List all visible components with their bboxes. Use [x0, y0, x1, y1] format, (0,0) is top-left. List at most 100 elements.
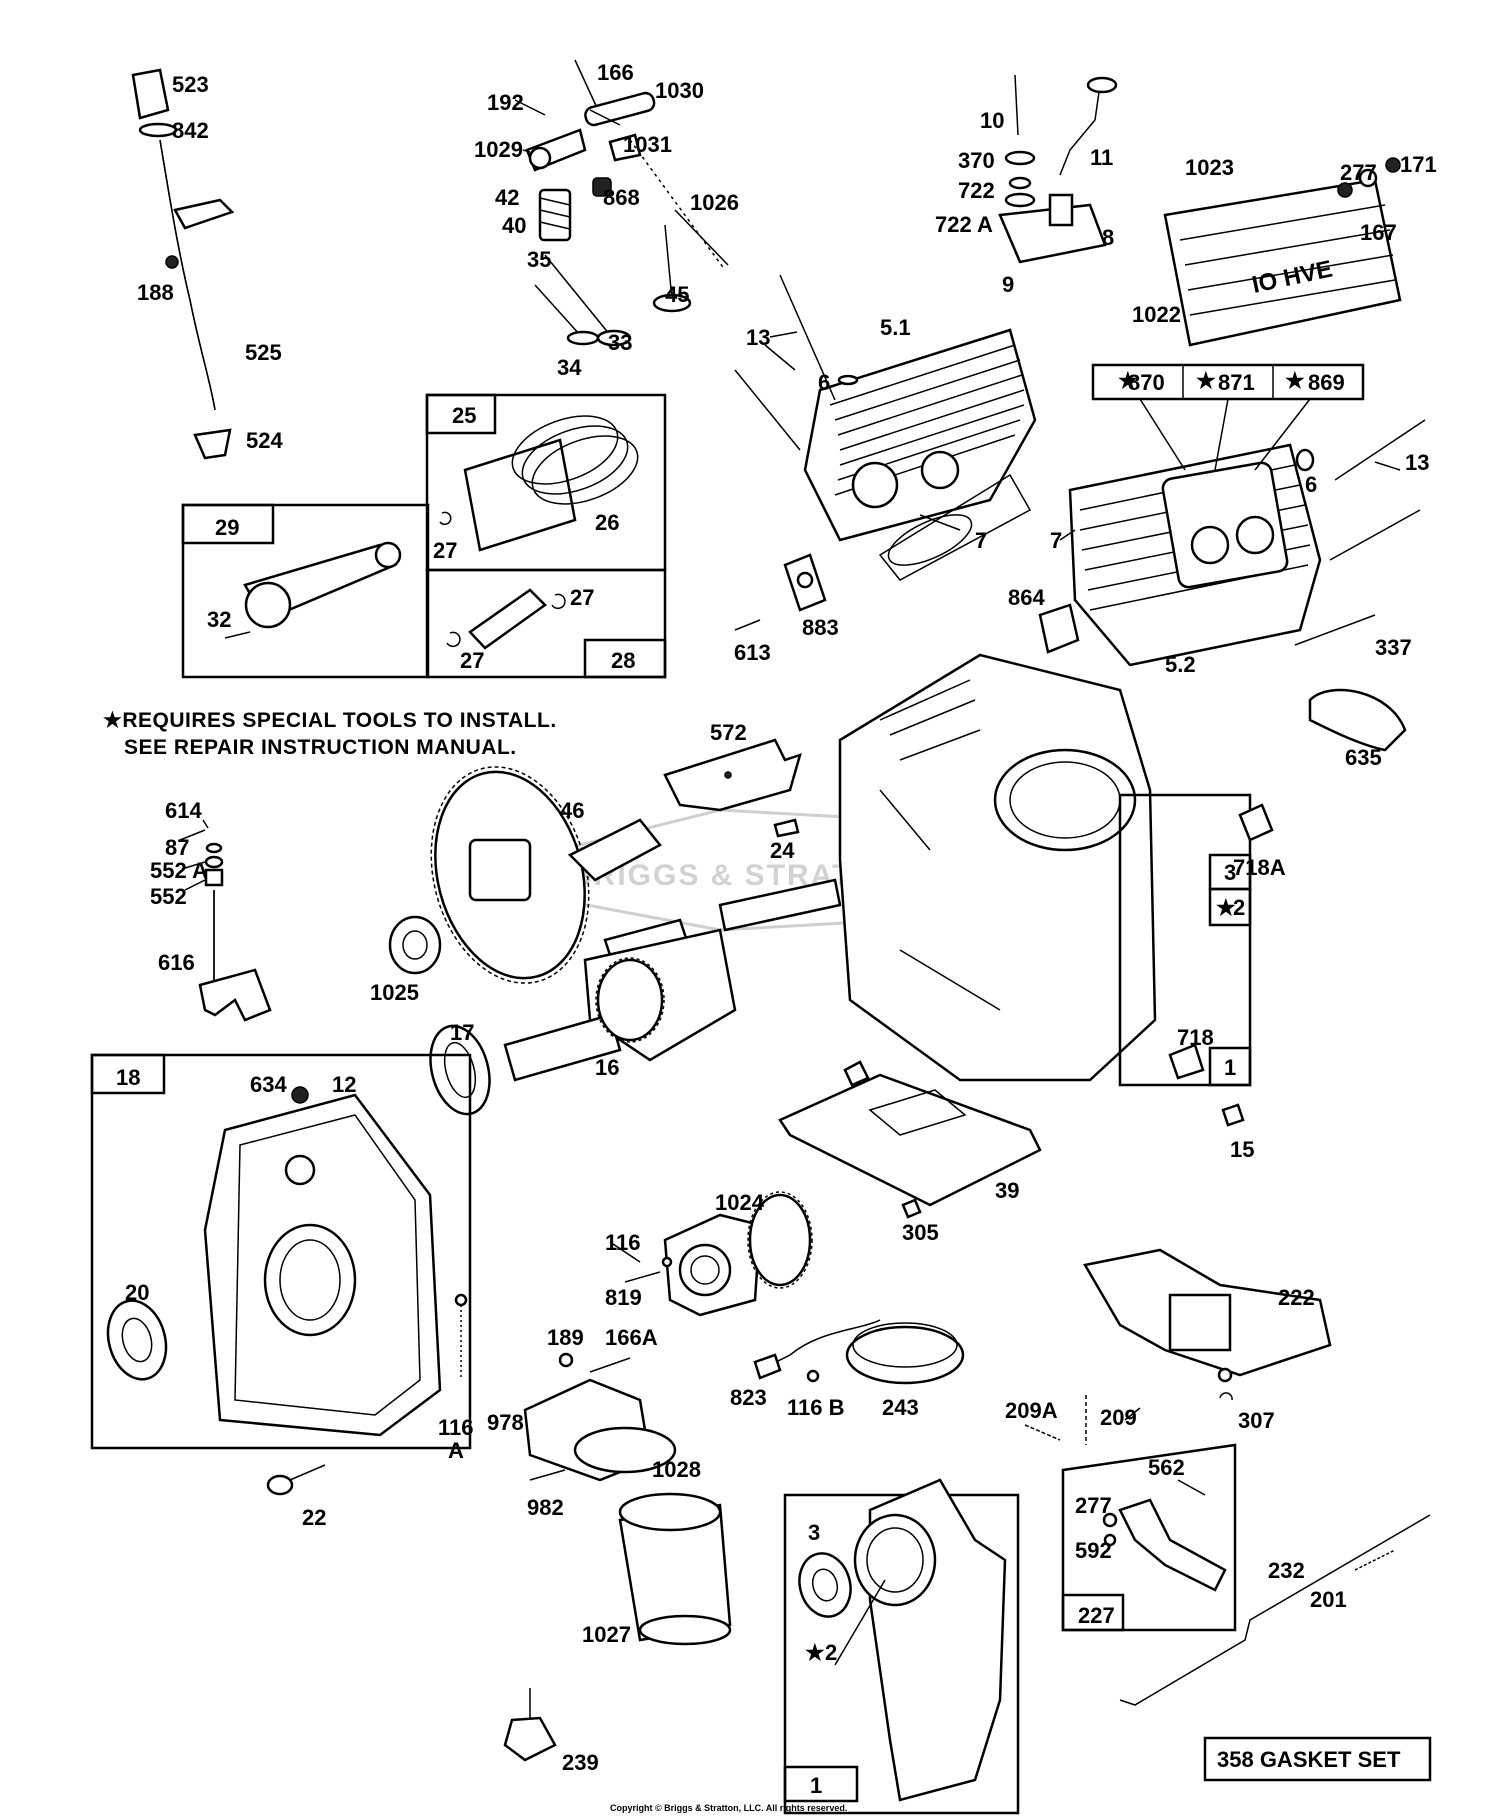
part-label-8: 8	[1102, 225, 1114, 250]
part-label-27a: 27	[433, 538, 457, 563]
cam-gear	[388, 766, 662, 984]
part-label-718a: 718A	[1233, 855, 1286, 880]
part-label-227: 227	[1078, 1603, 1115, 1628]
leader-lines	[179, 99, 1401, 1421]
part-label-15: 15	[1230, 1137, 1254, 1162]
part-label-18: 18	[116, 1065, 140, 1090]
part-label-17: 17	[450, 1020, 474, 1045]
part-label-982: 982	[527, 1495, 564, 1520]
part-label-25: 25	[452, 403, 476, 428]
part-label-552: 552	[150, 884, 187, 909]
governor-lever-box	[1061, 1443, 1237, 1632]
part-label-5-2: 5.2	[1165, 652, 1196, 677]
part-label-29: 29	[215, 515, 239, 540]
part-label-232: 232	[1268, 1558, 1305, 1583]
part-label-1a: 1	[1224, 1055, 1236, 1080]
breather-plate	[663, 738, 802, 838]
part-label-22: 22	[302, 1505, 326, 1530]
part-label-523: 523	[172, 72, 209, 97]
part-label-722: 722	[958, 178, 995, 203]
part-label-11: 11	[1090, 145, 1113, 170]
rocker-cover: IO HVE	[1163, 157, 1402, 347]
part-label-864: 864	[1008, 585, 1045, 610]
part-label-823: 823	[730, 1385, 767, 1410]
part-label-166: 166	[597, 60, 634, 85]
part-label-222: 222	[1278, 1285, 1315, 1310]
copyright-text: Copyright © Briggs & Stratton, LLC. All …	[610, 1803, 847, 1813]
part-label-572: 572	[710, 720, 747, 745]
part-label-32: 32	[207, 607, 231, 632]
special-tools-line-2: SEE REPAIR INSTRUCTION MANUAL.	[124, 736, 517, 759]
part-label-46: 46	[560, 798, 584, 823]
part-label-6a: 6	[818, 370, 830, 395]
part-label-1025: 1025	[370, 980, 419, 1005]
part-label-2b: 2	[825, 1640, 837, 1665]
gasket-set-box: 358 GASKET SET	[1203, 1736, 1432, 1782]
part-label-978: 978	[487, 1410, 524, 1435]
part-label-613: 613	[734, 640, 771, 665]
part-label-277b: 277	[1075, 1493, 1112, 1518]
part-label-616: 616	[158, 950, 195, 975]
part-label-13b: 13	[1405, 450, 1429, 475]
part-label-635: 635	[1345, 745, 1382, 770]
part-label-45: 45	[665, 282, 689, 307]
crankcase-block	[838, 653, 1274, 1087]
part-label-871: 871	[1218, 370, 1255, 395]
part-label-3a: 3	[1224, 860, 1236, 885]
part-label-525: 525	[245, 340, 282, 365]
part-label-307: 307	[1238, 1408, 1275, 1433]
part-label-1030: 1030	[655, 78, 704, 103]
part-label-552a: 552 A	[150, 858, 208, 883]
part-label-370: 370	[958, 148, 995, 173]
part-label-10: 10	[980, 108, 1004, 133]
part-label-12: 12	[332, 1072, 356, 1097]
part-label-167: 167	[1360, 220, 1397, 245]
star-icon-2a: ★	[1216, 895, 1236, 920]
part-label-7a: 7	[975, 528, 987, 553]
breather-assembly	[998, 74, 1118, 264]
part-label-819: 819	[605, 1285, 642, 1310]
part-label-614: 614	[165, 798, 202, 823]
special-tools-note: ★REQUIRES SPECIAL TOOLS TO INSTALL. SEE …	[103, 709, 556, 759]
oil-pump	[624, 1191, 813, 1317]
part-label-39: 39	[995, 1178, 1019, 1203]
part-label-1024: 1024	[715, 1190, 765, 1215]
part-label-20: 20	[125, 1280, 149, 1305]
star-icon-870: ★	[1118, 368, 1138, 393]
crankshaft	[503, 878, 842, 1082]
part-label-42: 42	[495, 185, 519, 210]
governor-shaft	[198, 819, 272, 1022]
part-label-562: 562	[1148, 1455, 1185, 1480]
part-label-239: 239	[562, 1750, 599, 1775]
sump-cover-box	[90, 1053, 472, 1496]
part-label-870: 870	[1128, 370, 1165, 395]
part-label-171: 171	[1400, 152, 1437, 177]
star-icon-869: ★	[1285, 368, 1305, 393]
part-label-1b: 1	[810, 1773, 822, 1798]
baffle-plate	[778, 1060, 1245, 1219]
oil-filter-assembly	[503, 1352, 732, 1762]
part-label-26: 26	[595, 510, 619, 535]
part-label-842: 842	[172, 118, 209, 143]
part-label-16: 16	[595, 1055, 619, 1080]
part-label-1028: 1028	[652, 1457, 701, 1482]
main-bearing-17	[429, 1024, 491, 1116]
part-label-201: 201	[1310, 1587, 1347, 1612]
part-label-5-1: 5.1	[880, 315, 911, 340]
part-label-40: 40	[502, 213, 526, 238]
part-label-1022: 1022	[1132, 302, 1181, 327]
part-label-209: 209	[1100, 1405, 1137, 1430]
control-bracket	[1024, 1248, 1332, 1445]
connecting-rod-box	[181, 503, 430, 679]
part-label-1027: 1027	[582, 1622, 631, 1647]
part-label-87: 87	[165, 835, 189, 860]
part-label-7b: 7	[1050, 528, 1062, 553]
cylinder-head-5-2	[1038, 419, 1426, 752]
piston-pin-box	[425, 568, 667, 679]
part-label-192: 192	[487, 90, 524, 115]
part-label-524: 524	[246, 428, 283, 453]
short-block-box	[783, 1478, 1020, 1815]
part-label-166a: 166A	[605, 1325, 658, 1350]
part-label-28: 28	[611, 648, 635, 673]
part-label-116a: 116	[438, 1415, 474, 1440]
